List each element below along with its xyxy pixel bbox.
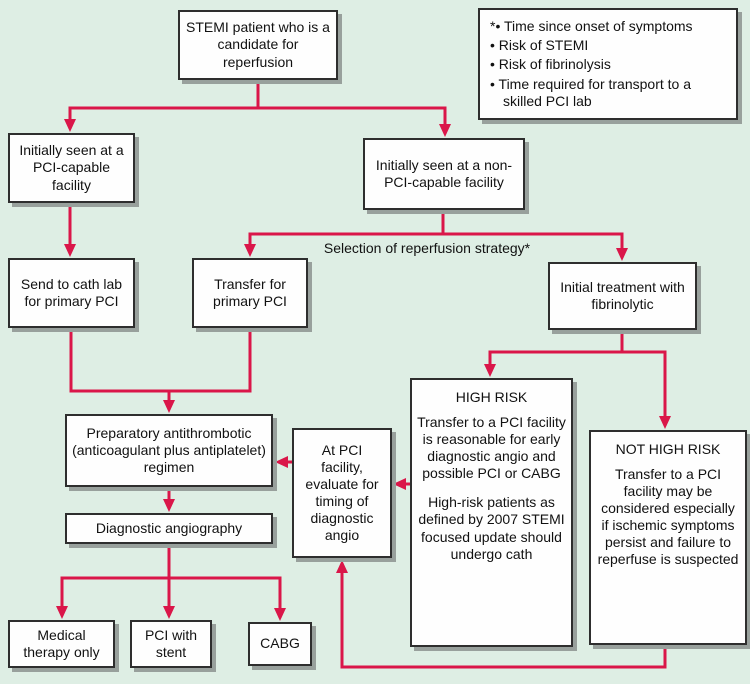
- node-pci-with-stent: PCI with stent: [130, 620, 212, 668]
- selection-criteria-list: *• Time since onset of symptoms • Risk o…: [478, 8, 738, 120]
- node-preparatory-antithrombotic: Preparatory antithrombotic (anticoagulan…: [65, 414, 273, 487]
- node-not-high-risk: NOT HIGH RISK Transfer to a PCI facility…: [589, 430, 747, 645]
- node-medical-therapy: Medical therapy only: [8, 620, 115, 668]
- node-initial-fibrinolytic: Initial treatment with fibrinolytic: [548, 262, 697, 330]
- high-risk-paragraph: High-risk patients as defined by 2007 ST…: [418, 494, 565, 562]
- node-seen-pci-capable: Initially seen at a PCI-capable facility: [8, 133, 135, 203]
- criteria-item: • Risk of STEMI: [490, 37, 589, 54]
- node-at-pci-evaluate: At PCI facility, evaluate for timing of …: [292, 428, 392, 558]
- not-high-risk-title: NOT HIGH RISK: [615, 441, 721, 457]
- node-transfer-primary-pci: Transfer for primary PCI: [192, 258, 308, 328]
- criteria-item: *• Time since onset of symptoms: [490, 18, 693, 35]
- not-high-risk-paragraph: Transfer to a PCI facility may be consid…: [597, 466, 739, 568]
- node-send-cath-lab: Send to cath lab for primary PCI: [8, 258, 135, 328]
- selection-strategy-label: Selection of reperfusion strategy*: [323, 240, 531, 256]
- criteria-item: • Time required for transport to a skill…: [490, 75, 691, 109]
- node-stemi-patient: STEMI patient who is a candidate for rep…: [178, 10, 338, 80]
- criteria-item: • Risk of fibrinolysis: [490, 56, 611, 73]
- node-cabg: CABG: [248, 622, 312, 666]
- node-high-risk: HIGH RISK Transfer to a PCI facility is …: [410, 378, 573, 647]
- node-diagnostic-angiography: Diagnostic angiography: [65, 513, 273, 544]
- high-risk-paragraph: Transfer to a PCI facility is reasonable…: [417, 414, 566, 482]
- node-seen-non-pci-capable: Initially seen at a non-PCI-capable faci…: [363, 138, 525, 210]
- high-risk-title: HIGH RISK: [455, 389, 528, 405]
